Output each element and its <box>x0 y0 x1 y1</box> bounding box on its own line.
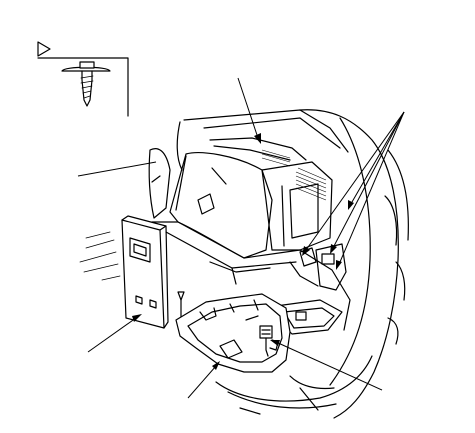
rear-seat-back-right <box>262 162 332 250</box>
push-clip-fastener-icon <box>62 62 110 106</box>
trim-grille-hatching <box>262 150 326 200</box>
inset-marker-triangle-icon <box>38 42 50 56</box>
left-side-trim <box>149 149 170 218</box>
inset-frame <box>38 58 128 116</box>
callout-leader-right-clips <box>302 112 404 270</box>
retaining-clip-icon <box>260 326 278 356</box>
callout-leader-upper-left <box>78 162 156 176</box>
cargo-floor-outline <box>152 222 350 330</box>
side-cover-panel <box>122 216 168 328</box>
fastener-marker-triangle <box>178 292 184 318</box>
callout-leader-floor-tray <box>188 361 220 398</box>
floor-tray-cover <box>176 294 290 372</box>
callout-leader-roof-trim <box>238 78 261 144</box>
right-lower-trim <box>316 244 346 290</box>
rear-pillar-outline <box>300 110 398 418</box>
inset-detail <box>38 42 128 116</box>
roof-header <box>184 110 348 152</box>
callout-leaders <box>78 78 404 398</box>
background-floor-lines <box>80 232 120 280</box>
cargo-area-body <box>149 110 408 418</box>
callout-leader-side-panel <box>88 314 142 352</box>
callout-leader-clip <box>270 340 382 390</box>
